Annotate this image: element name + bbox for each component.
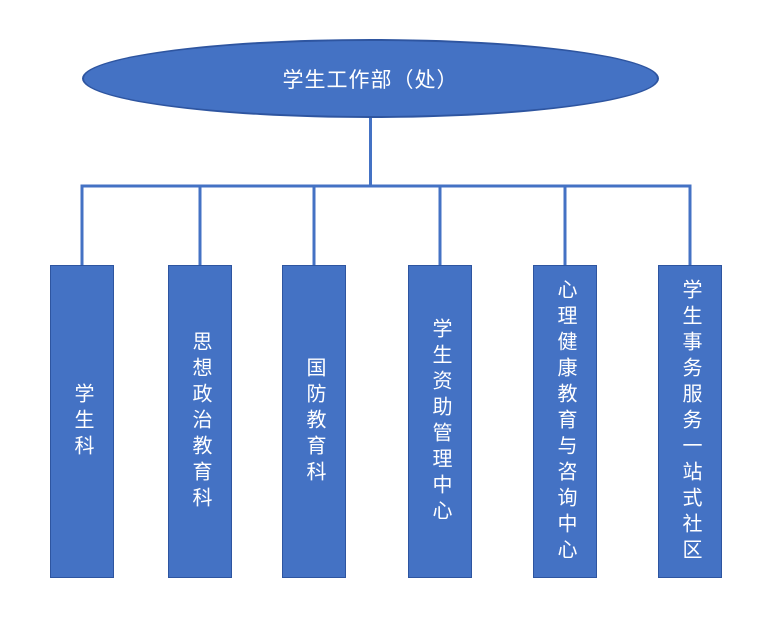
dept-node-student-affairs-section: 学生科: [50, 265, 114, 578]
dept-node-student-financial-aid-center: 学生资助管理中心: [408, 265, 472, 578]
dept-node-national-defense-education-section: 国防教育科: [282, 265, 346, 578]
dept-label: 心理健康教育与咨询中心: [554, 278, 576, 565]
org-root-node: 学生工作部（处）: [82, 39, 659, 118]
org-root-label: 学生工作部（处）: [282, 68, 459, 92]
dept-node-ideological-political-education-section: 思想政治教育科: [168, 265, 232, 578]
dept-node-one-stop-student-service-community: 学生事务服务一站式社区: [658, 265, 722, 578]
dept-node-mental-health-education-counseling-center: 心理健康教育与咨询中心: [533, 265, 597, 578]
dept-label: 学生科: [71, 382, 93, 461]
dept-label: 思想政治教育科: [189, 330, 211, 513]
dept-label: 学生事务服务一站式社区: [679, 278, 701, 565]
dept-label: 学生资助管理中心: [429, 317, 451, 526]
dept-label: 国防教育科: [303, 356, 325, 487]
